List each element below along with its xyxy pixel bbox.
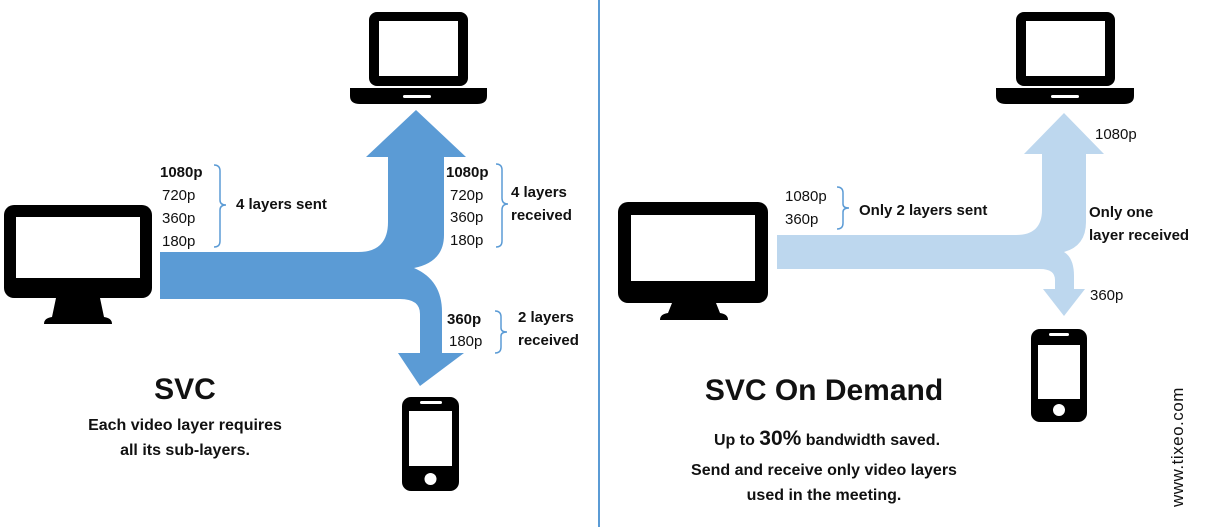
od-sent-layer-360p: 360p — [785, 211, 818, 228]
sent-layer-720p: 720p — [162, 187, 195, 204]
sent-layers-brace — [213, 164, 227, 248]
right-panel: 1080p 360p Only 2 layers sent 1080p Only… — [618, 12, 1189, 504]
od-caption-line2: Send and receive only video layers — [691, 462, 957, 479]
laptop-received-label-line2: received — [511, 207, 572, 224]
od-sent-layer-1080p: 1080p — [785, 188, 827, 205]
left-panel: 1080p 720p 360p 180p 4 layers sent 1080p… — [4, 12, 579, 491]
sent-layer-360p: 360p — [162, 210, 195, 227]
laptop-received-label-line1: 4 layers — [511, 184, 567, 201]
phone-layer-360p: 360p — [447, 311, 481, 328]
svc-caption-line1: Each video layer requires — [88, 417, 282, 434]
svc-title: SVC — [154, 373, 216, 406]
od-caption-prefix: Up to — [714, 432, 759, 449]
od-received-label-line1: Only one — [1089, 204, 1153, 221]
od-sent-layers-brace — [836, 186, 850, 230]
laptop-icon — [350, 12, 487, 104]
watermark-text: www.tixeo.com — [1168, 387, 1187, 508]
laptop-layer-720p: 720p — [450, 187, 483, 204]
desktop-monitor-icon — [618, 202, 768, 320]
sent-layer-180p: 180p — [162, 233, 195, 250]
od-caption-suffix: bandwidth saved. — [801, 432, 940, 449]
phone-layer-180p: 180p — [449, 333, 482, 350]
phone-layers-list: 360p 180p — [447, 311, 482, 350]
sent-layers-label: 4 layers sent — [236, 196, 327, 213]
svc-flow-arrow — [160, 110, 466, 386]
phone-received-label-line2: received — [518, 332, 579, 349]
od-laptop-layer-1080p: 1080p — [1095, 126, 1137, 143]
od-caption-percent: 30% — [759, 427, 801, 450]
od-caption-line1: Up to 30% bandwidth saved. — [714, 427, 940, 450]
sent-layer-1080p: 1080p — [160, 164, 203, 181]
smartphone-icon — [1031, 329, 1087, 422]
laptop-icon — [996, 12, 1134, 104]
laptop-layers-list: 1080p 720p 360p 180p — [446, 164, 489, 249]
svc-caption-line2: all its sub-layers. — [120, 442, 250, 459]
desktop-monitor-icon — [4, 205, 152, 324]
laptop-layer-1080p: 1080p — [446, 164, 489, 181]
od-sent-layers-label: Only 2 layers sent — [859, 202, 987, 219]
od-phone-layer-360p: 360p — [1090, 287, 1123, 304]
laptop-layers-brace — [495, 163, 509, 248]
svc-on-demand-title: SVC On Demand — [705, 374, 943, 407]
svc-on-demand-flow-arrow — [777, 113, 1104, 316]
smartphone-icon — [402, 397, 459, 491]
od-received-label-line2: layer received — [1089, 227, 1189, 244]
sent-layers-list: 1080p 720p 360p 180p — [160, 164, 203, 250]
phone-received-label-line1: 2 layers — [518, 309, 574, 326]
od-caption-line3: used in the meeting. — [747, 487, 902, 504]
laptop-layer-180p: 180p — [450, 232, 483, 249]
phone-layers-brace — [494, 310, 508, 354]
laptop-layer-360p: 360p — [450, 209, 483, 226]
